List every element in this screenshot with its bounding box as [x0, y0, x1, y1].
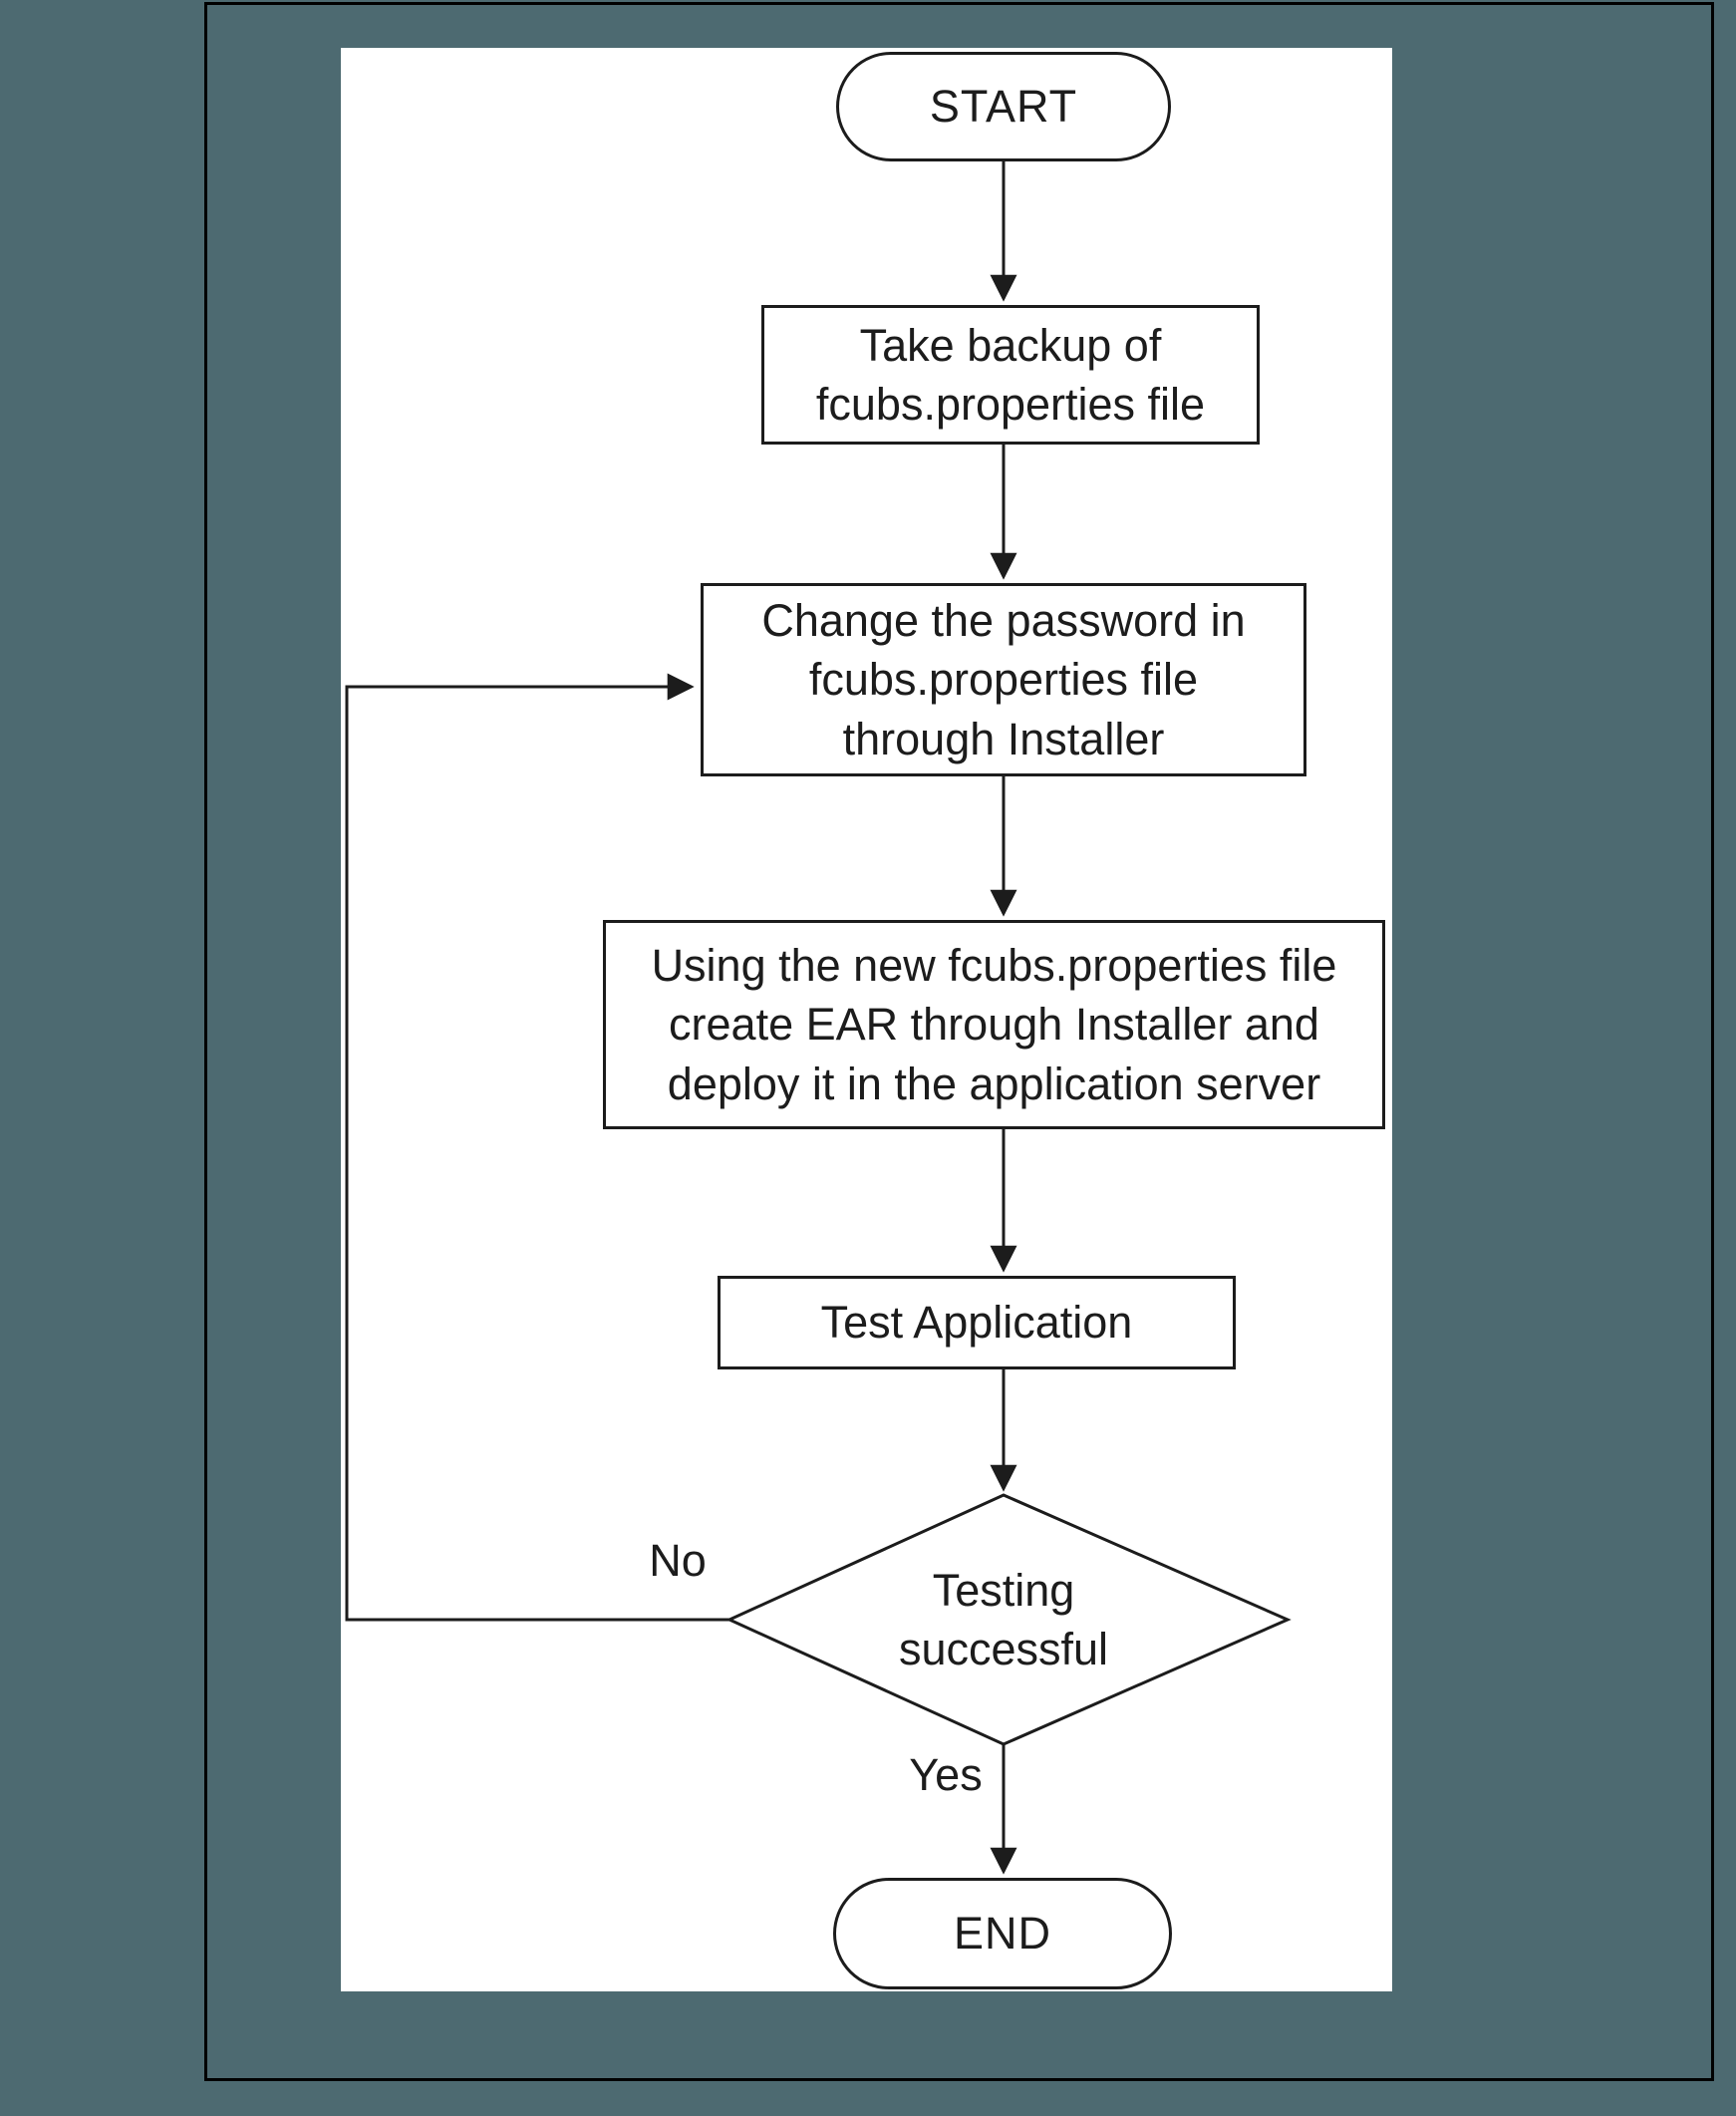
edge-label-no: No — [649, 1535, 707, 1586]
decision-diamond-shape — [725, 1493, 1292, 1746]
outer-frame — [204, 2, 1714, 2081]
node-change-password: Change the password in fcubs.properties … — [701, 583, 1306, 776]
node-test-application: Test Application — [718, 1276, 1236, 1369]
node-create-ear-deploy: Using the new fcubs.properties file crea… — [603, 920, 1385, 1129]
feedback-no-connector — [345, 673, 729, 1622]
edge-label-yes: Yes — [909, 1749, 983, 1800]
node-end: END — [833, 1878, 1172, 1989]
node-start: START — [836, 52, 1171, 161]
node-testing-successful-label: Testing successful — [898, 1564, 1109, 1674]
flowchart-canvas: START Take backup of fcubs.properties fi… — [341, 48, 1392, 1991]
flowchart-connectors — [345, 161, 1292, 1875]
node-take-backup: Take backup of fcubs.properties file — [761, 305, 1260, 445]
